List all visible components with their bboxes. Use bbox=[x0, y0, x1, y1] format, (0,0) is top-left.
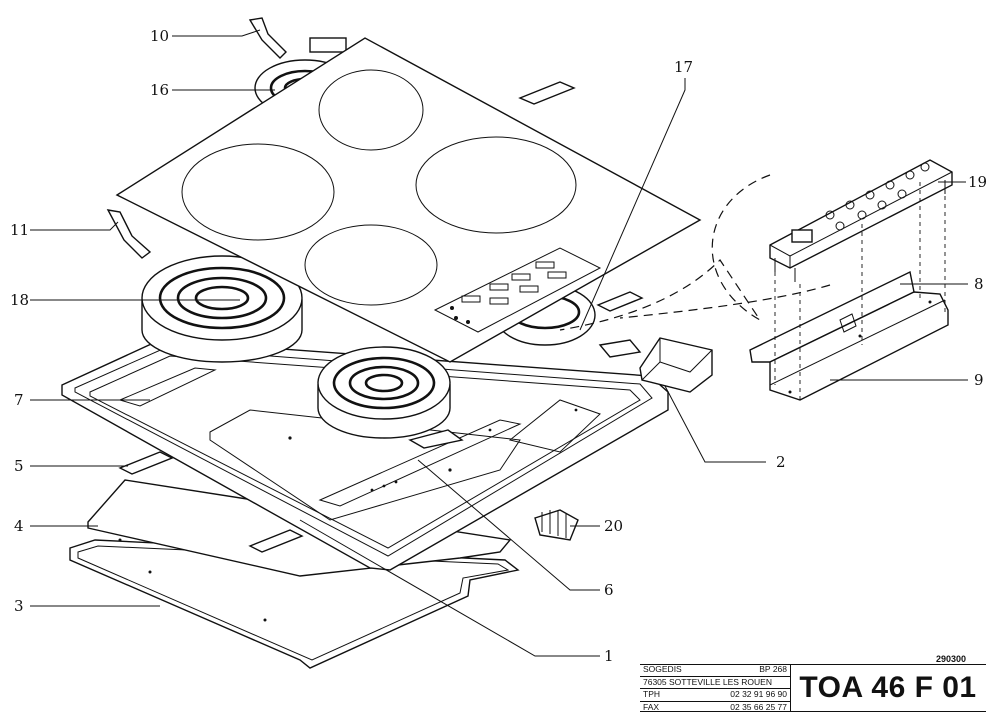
zone-front-right bbox=[304, 224, 438, 306]
callout-19: 19 bbox=[968, 173, 987, 191]
po-box: BP 268 bbox=[759, 664, 787, 674]
tel-label: TPH bbox=[643, 689, 660, 699]
callout-10: 10 bbox=[150, 27, 169, 45]
part-terminal-block bbox=[534, 509, 579, 541]
part-support-bracket bbox=[749, 270, 949, 401]
burner-front-middle bbox=[317, 346, 451, 439]
callout-labels: 10 16 17 19 11 18 8 9 7 5 2 4 20 3 6 1 bbox=[10, 27, 987, 665]
callout-16: 16 bbox=[150, 81, 169, 99]
burner-front-left bbox=[141, 255, 303, 363]
callout-4: 4 bbox=[14, 517, 24, 535]
drawing-reference: TOA 46 F 01 bbox=[799, 671, 977, 704]
callout-3: 3 bbox=[14, 597, 24, 615]
leader-lines bbox=[30, 29, 968, 657]
callout-5: 5 bbox=[14, 457, 24, 475]
fax-label: FAX bbox=[643, 701, 660, 712]
callout-8: 8 bbox=[974, 275, 984, 293]
callout-20: 20 bbox=[604, 517, 623, 535]
zone-front-left bbox=[181, 143, 335, 241]
dashed-alignment-lines bbox=[559, 174, 946, 400]
part-glass-top bbox=[115, 37, 702, 363]
callout-7: 7 bbox=[14, 391, 24, 409]
callout-1: 1 bbox=[604, 647, 614, 665]
part-control-board bbox=[769, 159, 953, 282]
callout-2: 2 bbox=[776, 453, 786, 471]
tel-number: 02 32 91 96 90 bbox=[730, 689, 787, 699]
callout-18: 18 bbox=[10, 291, 29, 309]
part-box bbox=[639, 337, 713, 393]
clips bbox=[106, 17, 644, 553]
callout-6: 6 bbox=[604, 581, 614, 599]
fax-number: 02 35 66 25 77 bbox=[730, 701, 787, 712]
address: 76305 SOTTEVILLE LES ROUEN bbox=[643, 676, 772, 687]
drawing-code: 290300 bbox=[936, 654, 967, 664]
callout-11: 11 bbox=[10, 221, 29, 239]
title-block-info: SOGEDIS BP 268 76305 SOTTEVILLE LES ROUEN… bbox=[640, 664, 791, 712]
zone-rear-left bbox=[318, 69, 424, 151]
callout-17: 17 bbox=[674, 58, 693, 76]
zone-rear-right bbox=[415, 136, 577, 234]
company-name: SOGEDIS bbox=[643, 664, 682, 674]
callout-9: 9 bbox=[974, 371, 984, 389]
